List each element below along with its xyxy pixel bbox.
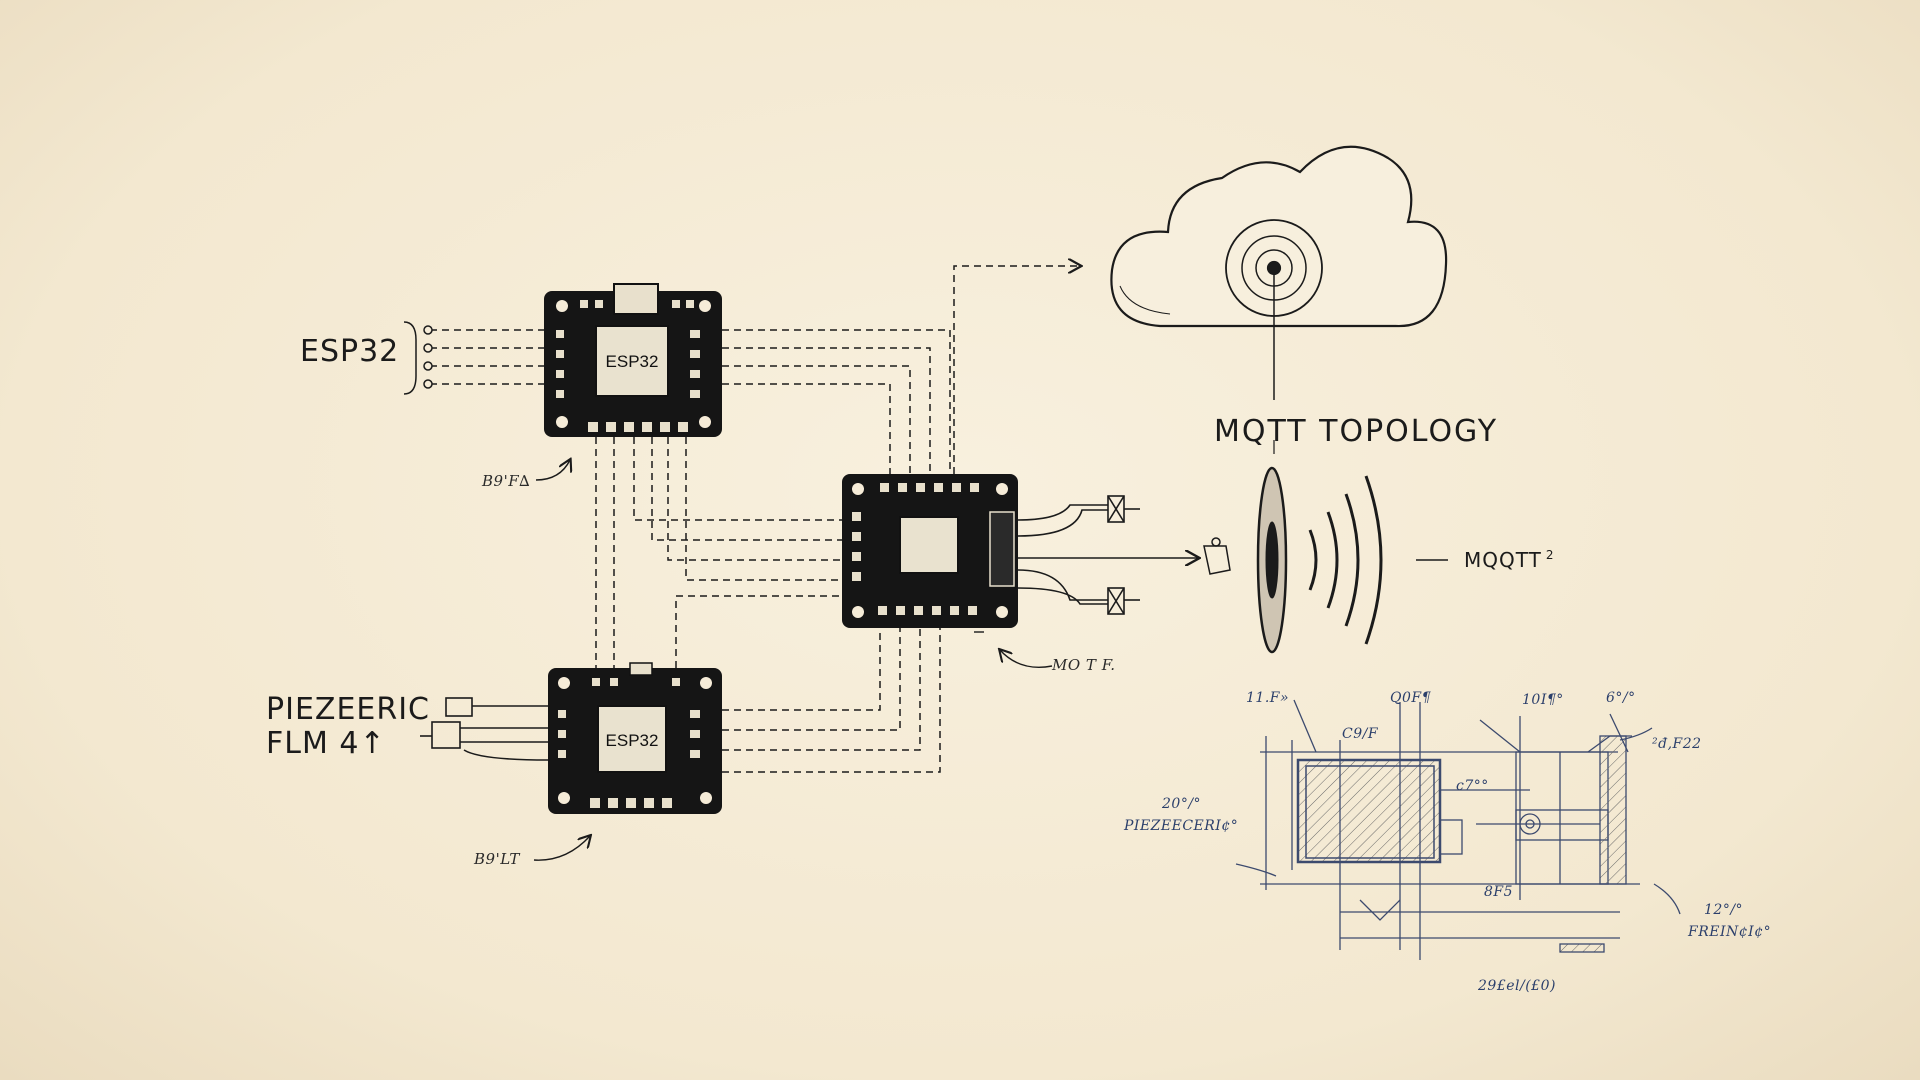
sketch-dim-3: 10I¶° bbox=[1522, 692, 1564, 708]
cloud-broker-icon bbox=[1110, 145, 1448, 454]
sketch-dim-5: C9/F bbox=[1342, 726, 1379, 742]
pin-connectors-top bbox=[423, 325, 433, 389]
sketch-dim-12: FREIN¢I¢° bbox=[1688, 924, 1772, 940]
chip-label-top: ESP32 bbox=[606, 352, 659, 371]
dashed-wires bbox=[430, 266, 1080, 773]
sketch-dim-13: 29£el/(£0) bbox=[1478, 978, 1556, 994]
topology-title: MQTT TOPOLOGY bbox=[1214, 414, 1499, 449]
sketch-dim-6: ²đ,F22 bbox=[1652, 736, 1702, 752]
sketch-dim-4: 6°/° bbox=[1606, 690, 1636, 706]
piezo-film-connector bbox=[420, 697, 549, 761]
annotation-top-board: B9'F∆ bbox=[482, 472, 531, 490]
mqtt-right-text: MQQTT bbox=[1464, 548, 1542, 572]
annotation-center-board: MO T F. bbox=[1052, 656, 1116, 674]
chip-label-bottom: ESP32 bbox=[606, 731, 659, 750]
mqtt-right-sup: 2 bbox=[1545, 548, 1555, 563]
esp32-board-top: ESP32 bbox=[544, 283, 722, 437]
piezo-label-line1: PIEZEERIC bbox=[266, 692, 430, 727]
esp32-label: ESP32 bbox=[300, 334, 400, 369]
mechanical-sketch bbox=[1235, 699, 1681, 960]
sketch-dim-2: Q0F¶ bbox=[1390, 690, 1432, 706]
actuator-connectors bbox=[1017, 495, 1198, 615]
sketch-dim-11: 12°/° bbox=[1704, 902, 1744, 918]
esp32-board-bottom: ESP32 bbox=[548, 662, 722, 814]
sketch-dim-1: 11.F» bbox=[1246, 690, 1290, 706]
annotation-arrows bbox=[533, 460, 1053, 861]
wireless-signal-icon bbox=[1203, 466, 1448, 654]
sketch-dim-9: PIEZEECERI¢° bbox=[1124, 818, 1239, 834]
sketch-dim-7: c7°° bbox=[1456, 778, 1489, 794]
esp32-label-bracket bbox=[403, 321, 417, 395]
annotation-bottom-board: B9'LT bbox=[474, 850, 520, 868]
sketch-dim-8: 20°/° bbox=[1162, 796, 1202, 812]
piezo-label-line2: FLM 4↑ bbox=[266, 726, 386, 761]
board-center bbox=[842, 474, 1018, 628]
sketch-dim-10: 8F5 bbox=[1484, 884, 1514, 900]
